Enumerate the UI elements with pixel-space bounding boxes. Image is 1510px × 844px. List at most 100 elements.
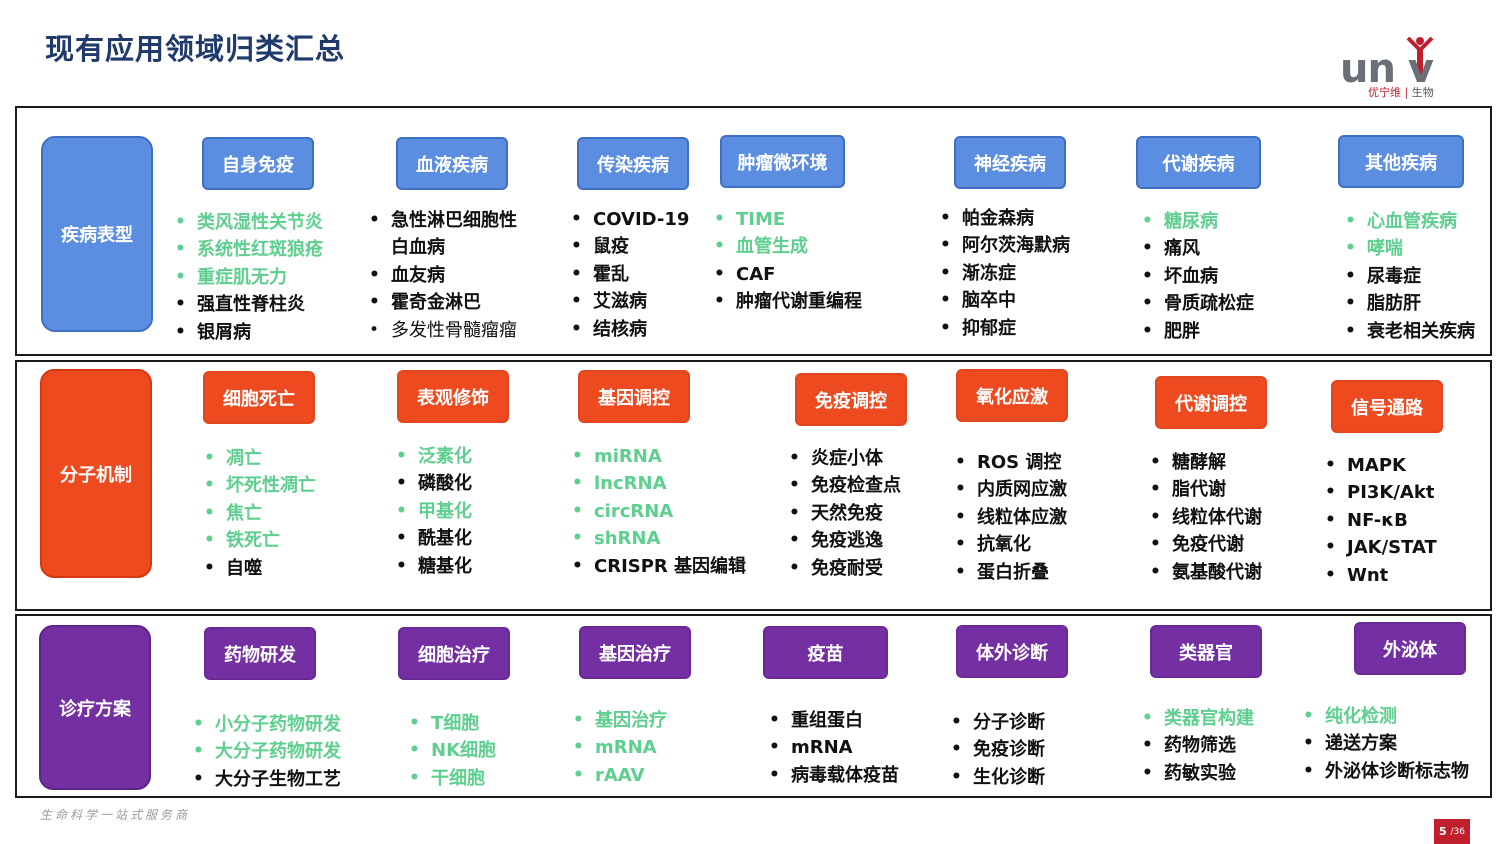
category-other-disease: 其他疾病 [1338, 135, 1464, 188]
logo-tagline: 优宁维 | 生物 [1368, 86, 1434, 99]
list-item: PI3K/Akt [1325, 479, 1437, 507]
list-item: 阿尔茨海默病 [940, 232, 1070, 260]
list-item: 内质网应激 [955, 476, 1067, 504]
list-item: 氨基酸代谢 [1150, 559, 1262, 587]
category-metabolic-regulation: 代谢调控 [1155, 376, 1267, 429]
list-item: 泛素化 [396, 443, 472, 471]
list-item: 免疫代谢 [1150, 531, 1262, 559]
list-item: 生化诊断 [951, 764, 1045, 792]
list-item: lncRNA [572, 470, 746, 498]
list-item: 强直性脊柱炎 [175, 291, 323, 319]
list-item: 帕金森病 [940, 205, 1070, 233]
list-item: 鼠疫 [571, 233, 689, 261]
list-item: miRNA [572, 443, 746, 471]
list-item: 小分子药物研发 [193, 711, 341, 739]
section-therapy [15, 614, 1492, 798]
section-disease [15, 106, 1492, 356]
list-gene-therapy: 基因治疗 mRNA rAAV [573, 707, 667, 790]
category-ivd: 体外诊断 [956, 625, 1068, 678]
list-organoid: 类器官构建 药物筛选 药敏实验 [1142, 705, 1254, 788]
category-gene-regulation: 基因调控 [578, 370, 690, 423]
list-infectious-disease: COVID-19 鼠疫 霍乱 艾滋病 结核病 [571, 206, 689, 343]
page-title: 现有应用领域归类汇总 [45, 32, 346, 66]
list-item: 免疫逃逸 [789, 527, 901, 555]
list-item: 银屑病 [175, 319, 323, 347]
list-item: rAAV [573, 762, 667, 790]
category-cell-therapy: 细胞治疗 [398, 627, 510, 680]
list-item: 霍乱 [571, 261, 689, 289]
list-item: 基因治疗 [573, 707, 667, 735]
page-total: /36 [1450, 826, 1465, 837]
list-item: 免疫耐受 [789, 555, 901, 583]
list-item: 糖酵解 [1150, 449, 1262, 477]
list-item: 急性淋巴细胞性白血病 [369, 207, 531, 262]
list-item: 肥胖 [1142, 318, 1254, 346]
list-item: 血管生成 [714, 233, 862, 261]
list-gene-regulation: miRNA lncRNA circRNA shRNA CRISPR 基因编辑 [572, 443, 746, 580]
list-item: 渐冻症 [940, 260, 1070, 288]
list-autoimmune: 类风湿性关节炎 系统性红斑狼疮 重症肌无力 强直性脊柱炎 银屑病 [175, 209, 323, 346]
list-blood-disease: 急性淋巴细胞性白血病 血友病 霍奇金淋巴 多发性骨髓瘤瘤 [369, 207, 531, 344]
list-item: 血友病 [369, 262, 531, 290]
category-exosome: 外泌体 [1354, 622, 1466, 675]
list-item: 心血管疾病 [1345, 208, 1475, 236]
list-immune-regulation: 炎症小体 免疫检查点 天然免疫 免疫逃逸 免疫耐受 [789, 445, 901, 582]
list-item: 递送方案 [1303, 730, 1469, 758]
list-drug-development: 小分子药物研发 大分子药物研发 大分子生物工艺 [193, 711, 341, 794]
page-current: 5 [1439, 825, 1447, 838]
list-item: 分子诊断 [951, 709, 1045, 737]
list-item: NK细胞 [409, 737, 496, 765]
list-item: 系统性红斑狼疮 [175, 236, 323, 264]
list-item: 脑卒中 [940, 287, 1070, 315]
list-item: 重症肌无力 [175, 264, 323, 292]
category-metabolic-disease: 代谢疾病 [1136, 136, 1261, 189]
list-item: 类器官构建 [1142, 705, 1254, 733]
list-item: 痛风 [1142, 235, 1254, 263]
list-item: 抑郁症 [940, 315, 1070, 343]
list-item: 蛋白折叠 [955, 559, 1067, 587]
list-item: 外泌体诊断标志物 [1303, 758, 1469, 786]
list-exosome: 纯化检测 递送方案 外泌体诊断标志物 [1303, 703, 1469, 786]
logo-figure-icon [1406, 36, 1434, 82]
list-item: 类风湿性关节炎 [175, 209, 323, 237]
list-item: 天然免疫 [789, 500, 901, 528]
logo-tag-brand: 优宁维 [1368, 86, 1401, 99]
category-tumor-microenvironment: 肿瘤微环境 [720, 135, 845, 188]
list-item: 药敏实验 [1142, 760, 1254, 788]
row-label-disease: 疾病表型 [41, 136, 153, 332]
logo-word: un v [1340, 46, 1434, 92]
list-item: 重组蛋白 [769, 707, 899, 735]
list-item: Wnt [1325, 562, 1437, 590]
list-item: JAK/STAT [1325, 534, 1437, 562]
list-item: 骨质疏松症 [1142, 290, 1254, 318]
list-item: 大分子药物研发 [193, 738, 341, 766]
logo-tag-bio: 生物 [1411, 86, 1434, 99]
list-item: NF-κB [1325, 507, 1437, 535]
category-neuro-disease: 神经疾病 [954, 136, 1066, 189]
list-item: CRISPR 基因编辑 [572, 553, 746, 581]
list-item: 结核病 [571, 316, 689, 344]
list-item: 肿瘤代谢重编程 [714, 288, 862, 316]
list-item: T细胞 [409, 710, 496, 738]
category-oxidative-stress: 氧化应激 [956, 369, 1068, 422]
list-item: 线粒体应激 [955, 504, 1067, 532]
category-organoid: 类器官 [1150, 625, 1262, 678]
list-neuro-disease: 帕金森病 阿尔茨海默病 渐冻症 脑卒中 抑郁症 [940, 205, 1070, 342]
list-item: shRNA [572, 525, 746, 553]
category-immune-regulation: 免疫调控 [795, 373, 907, 426]
category-cell-death: 细胞死亡 [203, 371, 315, 424]
category-autoimmune: 自身免疫 [202, 137, 314, 190]
list-signaling-pathway: MAPK PI3K/Akt NF-κB JAK/STAT Wnt [1325, 452, 1437, 589]
list-item: 炎症小体 [789, 445, 901, 473]
footer-slogan: 生命科学一站式服务商 [40, 808, 191, 822]
list-item: circRNA [572, 498, 746, 526]
list-oxidative-stress: ROS 调控 内质网应激 线粒体应激 抗氧化 蛋白折叠 [955, 449, 1067, 586]
list-item: 焦亡 [204, 500, 316, 528]
list-vaccine: 重组蛋白 mRNA 病毒载体疫苗 [769, 707, 899, 790]
list-item: 衰老相关疾病 [1345, 318, 1475, 346]
list-item: 脂肪肝 [1345, 290, 1475, 318]
category-vaccine: 疫苗 [763, 626, 888, 679]
page-number: 5 /36 [1434, 819, 1470, 844]
list-item: ROS 调控 [955, 449, 1067, 477]
list-ivd: 分子诊断 免疫诊断 生化诊断 [951, 709, 1045, 792]
